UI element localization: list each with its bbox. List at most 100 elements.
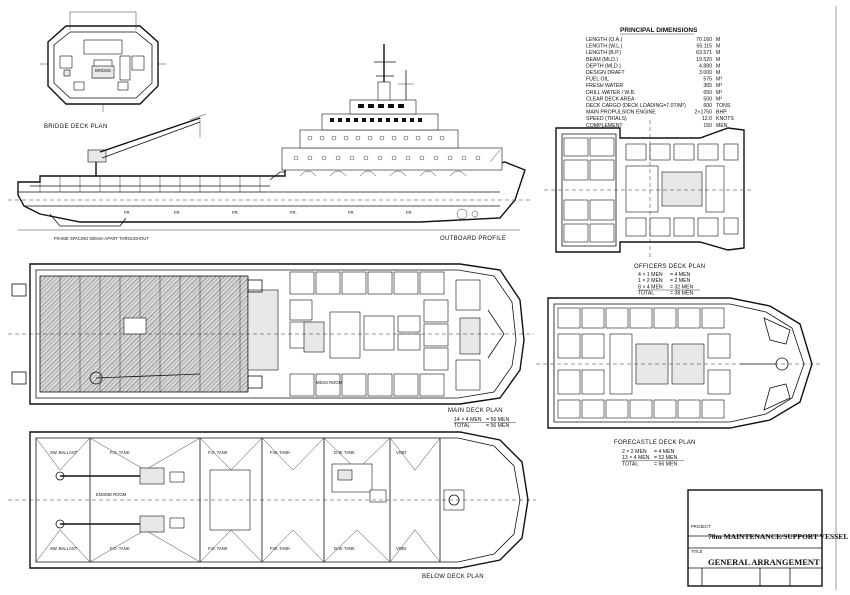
dimension-value: 2×1750 <box>695 110 713 116</box>
svg-text:FR.: FR. <box>348 210 355 215</box>
dimension-unit: M³ <box>716 90 722 96</box>
dimension-unit: M² <box>716 96 722 102</box>
dimension-unit: M³ <box>716 77 722 83</box>
complement-total: = 56 MEN <box>486 417 509 423</box>
dimension-label: FUEL OIL <box>586 77 609 83</box>
complement-total: = 56 MEN <box>486 423 509 429</box>
complement-count: 1 × 2 MEN <box>638 278 663 284</box>
complement-count: 13 × 4 MEN <box>622 455 650 461</box>
project-label: PROJECT <box>691 524 711 529</box>
dimension-label: DESIGN DRAFT <box>586 70 625 76</box>
officers-deck-label: OFFICERS DECK PLAN <box>634 264 705 270</box>
forecastle-deck-label: FORECASTLE DECK PLAN <box>614 440 696 446</box>
project-name: 70m MAINTENANCE/SUPPORT VESSEL <box>708 532 848 541</box>
complement-count: TOTAL <box>638 291 654 297</box>
complement-count: 14 × 4 MEN <box>454 417 482 423</box>
complement-count: 8 × 4 MEN <box>638 284 663 290</box>
svg-text:FR.: FR. <box>290 210 297 215</box>
dimension-label: DRILL WATER / W.B. <box>586 90 635 96</box>
svg-text:D.W. TANK: D.W. TANK <box>334 546 355 551</box>
dimension-unit: M <box>716 70 720 76</box>
title-block: PROJECT 70m MAINTENANCE/SUPPORT VESSEL T… <box>687 489 848 587</box>
dimension-label: LENGTH (O.A.) <box>586 37 623 43</box>
dimension-value: 12.0 <box>702 116 712 122</box>
svg-text:SW. BALLAST: SW. BALLAST <box>50 450 78 455</box>
complement-count: TOTAL <box>454 423 470 429</box>
svg-text:F.O. TANK: F.O. TANK <box>110 546 130 551</box>
drawing-title: GENERAL ARRANGEMENT <box>708 557 820 567</box>
principal-dimensions-title: PRINCIPAL DIMENSIONS <box>620 27 698 34</box>
bridge-deck-plan: BRIDGE <box>40 11 166 112</box>
main-deck-complement: 14 × 4 MEN = 56 MEN TOTAL = 56 MEN <box>454 417 516 429</box>
dimension-label: LENGTH (W.L.) <box>586 44 623 50</box>
svg-text:F.W. TANK: F.W. TANK <box>270 546 290 551</box>
dimension-value: 150 <box>703 123 712 129</box>
below-deck-label: BELOW DECK PLAN <box>422 574 484 580</box>
svg-text:BRIDGE: BRIDGE <box>95 68 111 73</box>
complement-total: = 4 MEN <box>654 449 675 455</box>
dimension-value: 650 <box>703 90 712 96</box>
dimension-label: CLEAR DECK AREA <box>586 96 635 102</box>
dimension-unit: M³ <box>716 83 722 89</box>
dimension-unit: M <box>716 63 720 69</box>
bridge-deck-label: BRIDGE DECK PLAN <box>44 124 107 130</box>
dimension-label: SPEED (TRIALS) <box>586 116 627 122</box>
dimension-value: 600 <box>703 103 712 109</box>
dimension-label: LENGTH (B.P.) <box>586 50 621 56</box>
dimension-value: 575 <box>703 77 712 83</box>
svg-text:FR.: FR. <box>124 210 131 215</box>
dimension-unit: KNOTS <box>716 116 734 122</box>
dimension-value: 63.571 <box>696 50 712 56</box>
complement-count: 4 × 1 MEN <box>638 272 663 278</box>
complement-count: 2 × 2 MEN <box>622 449 647 455</box>
dimension-value: 4.880 <box>699 63 712 69</box>
title-label: TITLE <box>691 549 703 554</box>
officers-deck-plan <box>544 120 752 258</box>
svg-text:FR.: FR. <box>406 210 413 215</box>
svg-text:F.O. TANK: F.O. TANK <box>208 450 228 455</box>
complement-total: = 52 MEN <box>654 455 677 461</box>
complement-total: = 4 MEN <box>670 272 691 278</box>
svg-text:FR.: FR. <box>174 210 181 215</box>
svg-text:VOID: VOID <box>396 546 406 551</box>
forecastle-complement: 2 × 2 MEN = 4 MEN 13 × 4 MEN = 52 MEN TOTAL =… <box>622 449 684 467</box>
complement-total: = 32 MEN <box>670 284 693 290</box>
dimension-value: 65.115 <box>697 44 713 50</box>
dimension-value: 19.520 <box>696 57 712 63</box>
svg-text:FR.: FR. <box>232 210 239 215</box>
forecastle-deck-plan <box>536 297 820 429</box>
outboard-profile-label: OUTBOARD PROFILE <box>440 236 506 242</box>
svg-text:F.O. TANK: F.O. TANK <box>208 546 228 551</box>
dimension-value: 3.000 <box>699 70 712 76</box>
principal-dimensions-table: PRINCIPAL DIMENSIONS LENGTH (O.A.)70.160… <box>586 27 734 129</box>
dimension-unit: BHP <box>716 110 727 116</box>
dimension-label: DECK CARGO (DECK LOADING=7.0T/M²) <box>586 103 686 109</box>
complement-count: TOTAL <box>622 461 638 467</box>
complement-total: = 56 MEN <box>654 461 677 467</box>
main-deck-plan: MESS ROOM <box>8 263 534 405</box>
dimension-label: DEPTH (MLD.) <box>586 63 621 69</box>
dimension-label: FRESH WATER <box>586 83 623 89</box>
outboard-profile: FR. FR. FR. FR. FR. FR. <box>8 44 530 231</box>
dimension-unit: MEN <box>716 123 728 129</box>
dimension-value: 365 <box>703 83 712 89</box>
dimension-unit: M <box>716 57 720 63</box>
dimension-unit: M <box>716 44 720 50</box>
complement-total: = 38 MEN <box>670 291 693 297</box>
dimension-label: BEAM (MLD.) <box>586 57 618 63</box>
svg-text:F.W. TANK: F.W. TANK <box>270 450 290 455</box>
svg-text:F.O. TANK: F.O. TANK <box>110 450 130 455</box>
dimension-label: MAIN PROPULSION ENGINE <box>586 110 656 116</box>
svg-text:D.W. TANK: D.W. TANK <box>334 450 355 455</box>
svg-text:MESS ROOM: MESS ROOM <box>316 380 343 385</box>
svg-text:VOID: VOID <box>396 450 406 455</box>
dimension-unit: M <box>716 50 720 56</box>
frame-spacing-note: FRAME SPACING 600mm APART THROUGHOUT <box>54 236 149 241</box>
dimension-unit: M <box>716 37 720 43</box>
dimension-value: 500 <box>703 96 712 102</box>
dimension-label: COMPLEMENT <box>586 123 623 129</box>
